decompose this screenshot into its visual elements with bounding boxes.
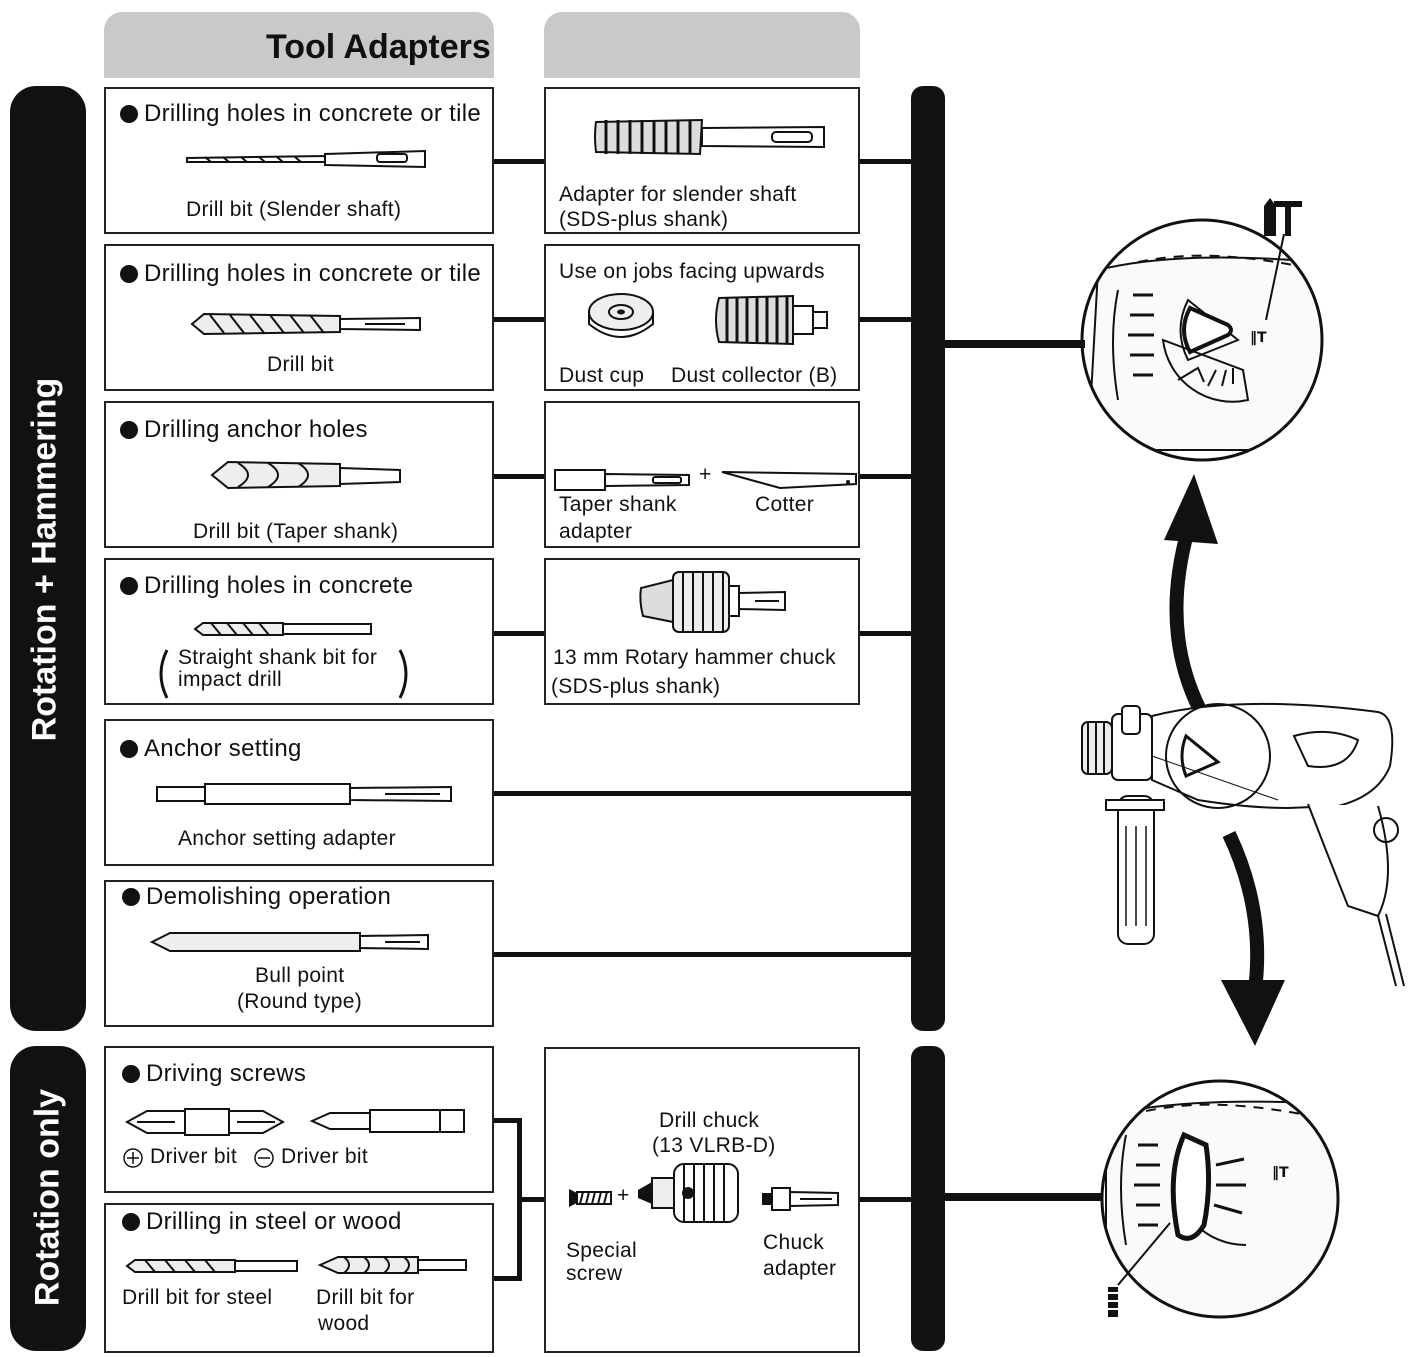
special-screw-label-line1: Special [566,1239,637,1262]
application-title: Drilling anchor holes [120,416,368,444]
application-title: Demolishing operation [122,883,391,911]
minus-symbol-icon [254,1148,274,1168]
right-paren [398,649,408,699]
arrow-up-icon [1164,474,1218,714]
adapter-label-line1: 13 mm Rotary hammer chuck [553,646,836,669]
adapter-label-line2: (SDS-plus shank) [559,208,729,231]
tool-label-line1: Bull point [255,964,345,987]
driver-bit-plus-label: Driver bit [150,1145,238,1168]
group-bar-rotation-only [10,1046,86,1351]
group-label-rotation-hammering: Rotation + Hammering [25,377,64,742]
taper-shank-drill-bit-icon [210,460,401,490]
chuck-adapter-label-line1: Chuck [763,1231,825,1254]
group-bar-rotation-hammering [10,86,86,1031]
application-title: Drilling holes in concrete or tile [120,260,481,288]
connector-line [494,159,544,164]
header-tab-right [544,12,860,78]
mode-selector-detail-rotation: ‖T [1100,1079,1340,1319]
driver-bit-minus-label: Driver bit [281,1145,369,1168]
bracket-line [517,1197,544,1202]
special-screw-label-line2: screw [566,1262,623,1285]
steel-bit-label: Drill bit for steel [122,1286,273,1309]
application-title: Drilling holes in concrete [120,572,413,600]
tool-label: Anchor setting adapter [178,827,396,850]
connector-line [860,1197,912,1202]
adapter-heading: Use on jobs facing upwards [559,260,825,283]
arrow-down-icon [1221,831,1285,1046]
steel-drill-bit-icon [125,1259,298,1273]
page-title: Tool Adapters [266,28,491,66]
adapter-box-3 [544,401,860,548]
cotter-icon [721,471,857,490]
connector-line [860,474,912,479]
adapter-label-line1: Adapter for slender shaft [559,183,797,206]
taper-adapter-label-line1: Taper shank [559,493,677,516]
plus-symbol-icon [123,1148,143,1168]
drill-mode-icon [1108,1287,1118,1317]
dust-collector-icon [715,294,828,346]
connector-line [494,317,544,322]
cotter-label: Cotter [755,493,814,516]
wood-drill-bit-icon [317,1256,467,1274]
taper-shank-adapter-icon [554,469,690,491]
rail-rotation-hammering [911,86,945,1031]
connector-line [494,474,544,479]
taper-adapter-label-line2: adapter [559,520,633,543]
mode-selector-detail-hammering: ‖T [1080,198,1324,462]
connector-line [494,791,912,796]
adapter-box-1 [544,87,860,234]
chuck-plus-sign: + [617,1184,630,1207]
tool-label: Drill bit (Slender shaft) [186,198,402,221]
adapter-label-line2: (SDS-plus shank) [551,675,721,698]
tool-label-line1: Straight shank bit for [178,646,378,669]
hammer-drill-mode-icon [1264,198,1302,236]
dust-cup-label: Dust cup [559,364,645,387]
drill-chuck-title-line1: Drill chuck [659,1109,760,1132]
chuck-adapter-icon [762,1187,839,1211]
chuck-adapter-label-line2: adapter [763,1257,837,1280]
bracket-line [494,1118,522,1123]
application-title: Drilling in steel or wood [122,1208,402,1236]
connector-line [860,631,912,636]
connector-line [860,159,912,164]
minus-driver-bit-icon [309,1109,465,1133]
dust-collector-label: Dust collector (B) [671,364,838,387]
svg-text:‖T: ‖T [1272,1165,1289,1181]
rail-rotation-only [911,1046,945,1351]
connector-line [494,952,912,957]
slender-drill-bit-icon [186,149,426,169]
svg-text:‖T: ‖T [1250,330,1267,346]
drill-chuck-icon [638,1163,739,1223]
drill-chuck-title-line2: (13 VLRB-D) [652,1134,776,1157]
hammer-drill-illustration [1081,702,1405,987]
tool-label: Drill bit [267,353,334,376]
application-title: Driving screws [122,1060,306,1088]
wood-bit-label-line2: wood [318,1312,370,1335]
tool-label-line2: (Round type) [237,990,362,1013]
wood-bit-label-line1: Drill bit for [316,1286,415,1309]
connector-line [945,340,1085,348]
rotary-hammer-chuck-icon [639,571,786,633]
connector-line [860,317,912,322]
bull-point-icon [149,932,429,952]
connector-line [945,1193,1103,1201]
drill-bit-icon [190,312,421,336]
slender-shaft-adapter-icon [594,118,825,156]
header-tab-left [104,12,494,78]
adapter-plus-sign: + [699,463,712,486]
connector-line [494,631,544,636]
anchor-setting-adapter-icon [156,783,452,805]
straight-shank-bit-icon [193,622,372,636]
group-label-rotation-only: Rotation only [28,1088,67,1307]
left-paren [159,649,169,699]
dust-cup-icon [588,293,654,338]
application-title: Drilling holes in concrete or tile [120,100,481,128]
plus-driver-bit-icon [124,1108,286,1136]
bracket-line [494,1276,522,1281]
tool-label-line2: impact drill [178,668,282,691]
tool-label: Drill bit (Taper shank) [193,520,399,543]
application-title: Anchor setting [120,735,302,763]
special-screw-icon [569,1189,612,1207]
